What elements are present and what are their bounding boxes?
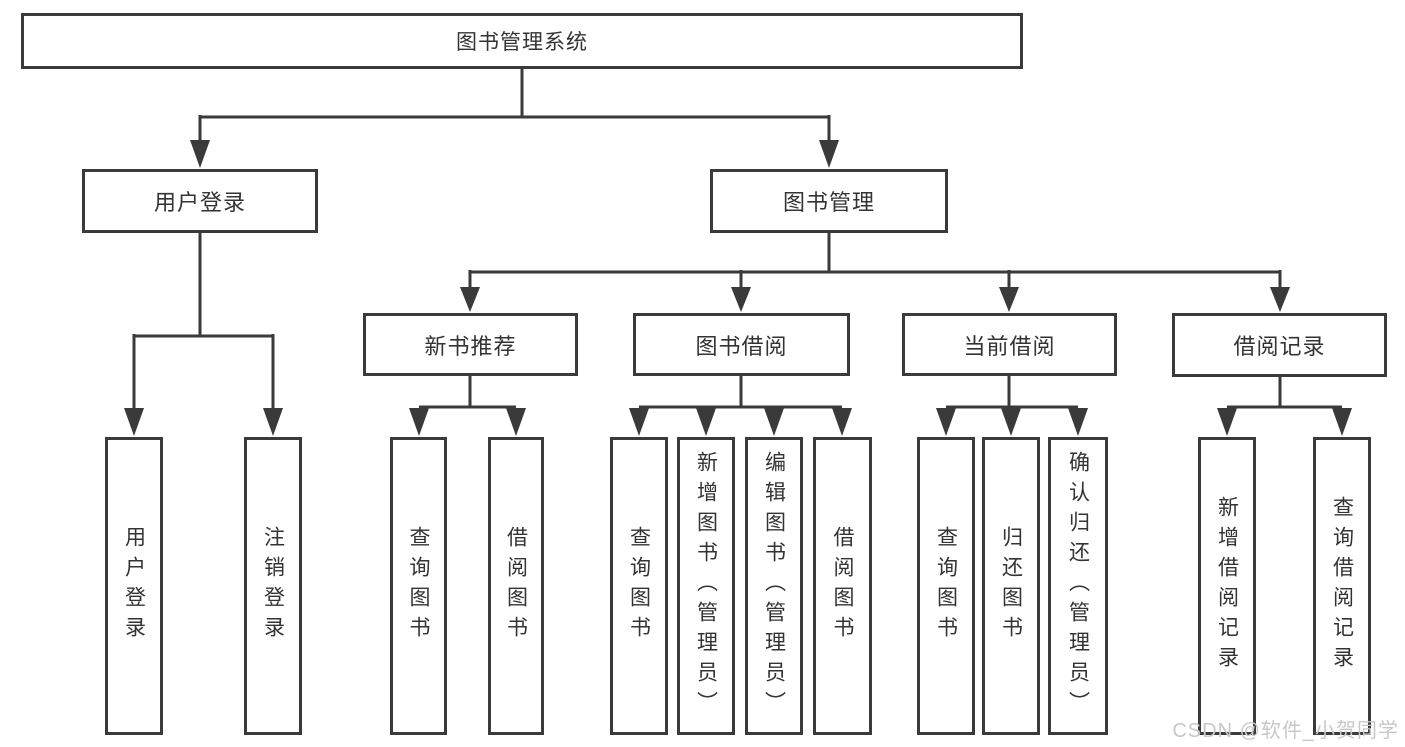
node-current-borrowing: 当前借阅: [902, 313, 1117, 376]
node-label: 借阅记录: [1233, 334, 1326, 359]
node-library-management-system: 图书管理系统: [21, 13, 1023, 69]
node-label: 借阅图书: [831, 526, 854, 646]
node-borrowing-records: 借阅记录: [1172, 313, 1387, 377]
node-book-borrowing: 图书借阅: [633, 313, 850, 376]
node-label: 图书管理: [782, 190, 875, 215]
node-label: 借阅图书: [504, 526, 528, 646]
node-label: 新书推荐: [424, 333, 517, 359]
node-user-login: 用户登录: [82, 169, 318, 233]
node-label: 新增借阅记录: [1215, 496, 1239, 676]
leaf-edit-book-admin: 编辑图书（管理员）: [745, 437, 803, 735]
node-label: 新增图书（管理员）: [694, 451, 718, 721]
leaf-add-book-admin: 新增图书（管理员）: [677, 437, 735, 735]
node-label: 当前借阅: [963, 333, 1056, 359]
node-book-management: 图书管理: [710, 169, 948, 233]
node-label: 用户登录: [122, 526, 146, 646]
leaf-user-login: 用户登录: [105, 437, 163, 735]
node-label: 注销登录: [261, 526, 285, 646]
leaf-query-borrow-record: 查询借阅记录: [1313, 437, 1371, 735]
node-label: 图书借阅: [695, 333, 788, 359]
leaf-borrow-books-borrowing: 借阅图书: [813, 437, 872, 735]
leaf-add-borrow-record: 新增借阅记录: [1198, 437, 1256, 735]
leaf-query-books-borrowing: 查询图书: [610, 437, 668, 735]
connector-stems: [132, 69, 1342, 410]
leaf-logout-login: 注销登录: [244, 437, 302, 735]
leaf-query-books-recommend: 查询图书: [390, 437, 447, 735]
node-label: 归还图书: [999, 526, 1023, 646]
node-label: 编辑图书（管理员）: [762, 451, 786, 721]
leaf-return-book: 归还图书: [982, 437, 1040, 735]
node-label: 查询借阅记录: [1330, 496, 1354, 676]
node-label: 查询图书: [627, 526, 651, 646]
node-new-book-recommend: 新书推荐: [363, 313, 578, 376]
node-label: 查询图书: [934, 526, 958, 646]
node-label: 查询图书: [407, 526, 430, 646]
watermark-text: CSDN @软件_小贺同学: [1172, 720, 1399, 742]
leaf-query-books-current: 查询图书: [917, 437, 975, 735]
node-label: 图书管理系统: [456, 31, 588, 54]
node-label: 确认归还（管理员）: [1066, 451, 1090, 721]
leaf-borrow-books-recommend: 借阅图书: [488, 437, 544, 735]
leaf-confirm-return-admin: 确认归还（管理员）: [1048, 437, 1108, 735]
node-label: 用户登录: [153, 190, 246, 215]
connector-arrowheads: [124, 140, 1352, 436]
